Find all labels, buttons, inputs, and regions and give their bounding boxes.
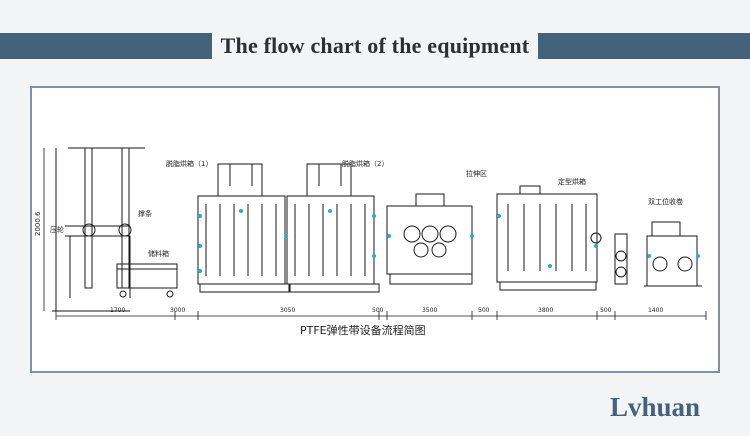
winder [590, 221, 702, 287]
page-title: The flow chart of the equipment [212, 27, 538, 65]
oven-2 [286, 163, 380, 293]
dim-label: 3800 [538, 307, 553, 314]
tank-label: 储料箱 [148, 249, 169, 258]
storage-tank [116, 263, 178, 298]
roller-label: 撑条 [138, 209, 152, 218]
stretch-zone [386, 193, 473, 285]
dim-label: 1700 [110, 307, 125, 314]
dim-label: 3500 [422, 307, 437, 314]
unwind-label: 压轮 [50, 225, 64, 234]
diagram-caption: PTFE弹性带设备流程简图 [300, 323, 426, 337]
accent-markers [198, 209, 700, 273]
brand-logo: Lvhuan [610, 392, 701, 422]
dim-label: 1400 [648, 307, 663, 314]
dim-label: 3050 [280, 307, 295, 314]
dimension-lines [43, 148, 707, 320]
setting-label: 定型烘箱 [558, 177, 586, 186]
dim-label: 500 [600, 307, 612, 314]
dim-label: 500 [478, 307, 490, 314]
height-dim-label: 2000.6 [34, 211, 42, 236]
drawing-frame [30, 86, 720, 373]
oven2-label: 脱脂烘箱（2） [342, 159, 388, 168]
oven-1 [197, 163, 291, 293]
setting-oven [496, 185, 598, 291]
winder-label: 双工位收卷 [648, 197, 683, 206]
oven1-label: 脱脂烘箱（1） [166, 159, 212, 168]
equipment-flow-diagram: 压轮 撑条 储料箱 脱脂烘箱（1） 脱脂烘箱（2） 拉伸区 定型烘箱 双工位收卷… [34, 147, 707, 337]
dim-label: 500 [372, 307, 384, 314]
dim-label: 3000 [170, 307, 185, 314]
unwind-stand [52, 147, 145, 312]
stretch-label: 拉伸区 [466, 169, 487, 178]
